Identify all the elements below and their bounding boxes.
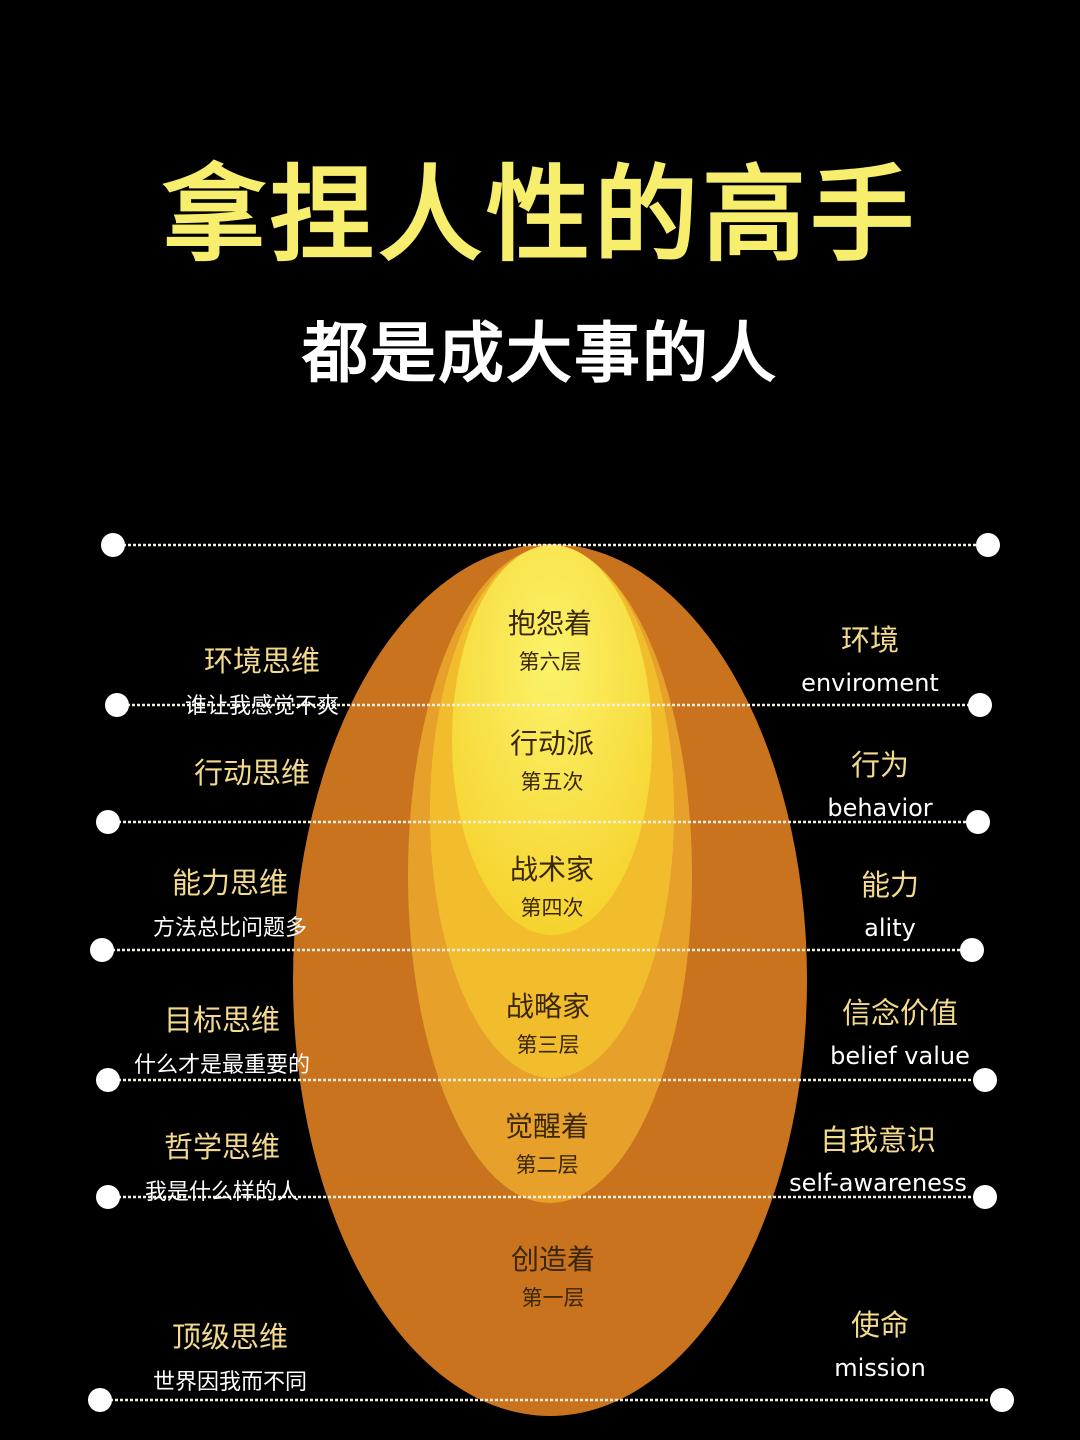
line-end-dot — [90, 938, 114, 962]
thinking-heading: 环境思维 — [203, 644, 320, 678]
layer-label: 抱怨着第六层 — [430, 602, 670, 676]
layer-label: 行动派第五次 — [432, 722, 672, 796]
layer-level: 第六层 — [518, 650, 582, 674]
level-cn: 能力 — [860, 868, 919, 902]
level-en: mission — [834, 1354, 926, 1382]
thinking-heading: 目标思维 — [163, 1003, 280, 1037]
thinking-label: 目标思维什么才是最重要的 — [52, 997, 392, 1079]
level-label: 信念价值 belief value — [790, 990, 1010, 1070]
line-end-dot — [101, 533, 125, 557]
level-cn: 环境 — [840, 623, 899, 657]
thinking-desc: 方法总比问题多 — [152, 916, 307, 941]
level-cn: 信念价值 — [841, 996, 958, 1030]
layer-label: 觉醒着第二层 — [427, 1105, 667, 1179]
layer-name: 战术家 — [509, 853, 594, 886]
line-end-dot — [968, 693, 992, 717]
line-end-dot — [973, 1068, 997, 1092]
thinking-desc: 我是什么样的人 — [144, 1180, 299, 1205]
level-en: self-awareness — [789, 1169, 967, 1197]
layer-name: 战略家 — [505, 990, 590, 1023]
level-en: ality — [864, 914, 916, 942]
inner-core — [452, 545, 652, 935]
line-end-dot — [973, 1185, 997, 1209]
line-end-dot — [990, 1388, 1014, 1412]
level-en: belief value — [830, 1042, 970, 1070]
thinking-heading: 行动思维 — [193, 756, 310, 790]
line-end-dot — [976, 533, 1000, 557]
layer-label: 战略家第三层 — [428, 985, 668, 1059]
layer-name: 创造着 — [510, 1243, 595, 1276]
thinking-label: 环境思维谁让我感觉不爽 — [92, 638, 432, 720]
line-end-dot — [96, 810, 120, 834]
main-title: 拿捏人性的高手 — [161, 154, 918, 276]
thinking-desc: 谁让我感觉不爽 — [184, 694, 339, 719]
layer-level: 第五次 — [520, 770, 584, 794]
line-end-dot — [960, 938, 984, 962]
thinking-desc: 什么才是最重要的 — [133, 1053, 310, 1078]
thinking-heading: 哲学思维 — [163, 1130, 280, 1164]
thinking-label: 能力思维方法总比问题多 — [60, 860, 400, 942]
line-end-dot — [105, 693, 129, 717]
thinking-label: 顶级思维世界因我而不同 — [60, 1314, 400, 1396]
level-cn: 使命 — [850, 1308, 909, 1342]
layer-name: 行动派 — [509, 727, 594, 760]
layer-name: 觉醒着 — [504, 1110, 589, 1143]
thinking-heading: 顶级思维 — [171, 1320, 288, 1354]
line-end-dot — [966, 810, 990, 834]
level-label: 自我意识 self-awareness — [768, 1117, 988, 1197]
level-label: 使命 mission — [770, 1302, 990, 1382]
level-en: enviroment — [801, 669, 939, 697]
line-end-dot — [96, 1185, 120, 1209]
level-label: 能力 ality — [780, 862, 1000, 942]
layer-level: 第二层 — [515, 1153, 579, 1177]
level-cn: 行为 — [850, 748, 909, 782]
thinking-heading: 能力思维 — [171, 866, 288, 900]
layer-level: 第一层 — [521, 1286, 585, 1310]
layer-level: 第四次 — [520, 896, 584, 920]
thinking-desc: 世界因我而不同 — [152, 1370, 307, 1395]
layer-label: 战术家第四次 — [432, 848, 672, 922]
level-cn: 自我意识 — [819, 1123, 936, 1157]
thinking-label: 哲学思维我是什么样的人 — [52, 1124, 392, 1206]
layer-name: 抱怨着 — [507, 607, 592, 640]
layer-label: 创造着第一层 — [433, 1238, 673, 1312]
subtitle: 都是成大事的人 — [302, 315, 778, 392]
layer-level: 第三层 — [516, 1033, 580, 1057]
level-en: behavior — [827, 794, 933, 822]
level-label: 行为 behavior — [770, 742, 990, 822]
line-end-dot — [88, 1388, 112, 1412]
level-label: 环境 enviroment — [760, 617, 980, 697]
line-end-dot — [96, 1068, 120, 1092]
thinking-label: 行动思维 — [82, 750, 422, 800]
